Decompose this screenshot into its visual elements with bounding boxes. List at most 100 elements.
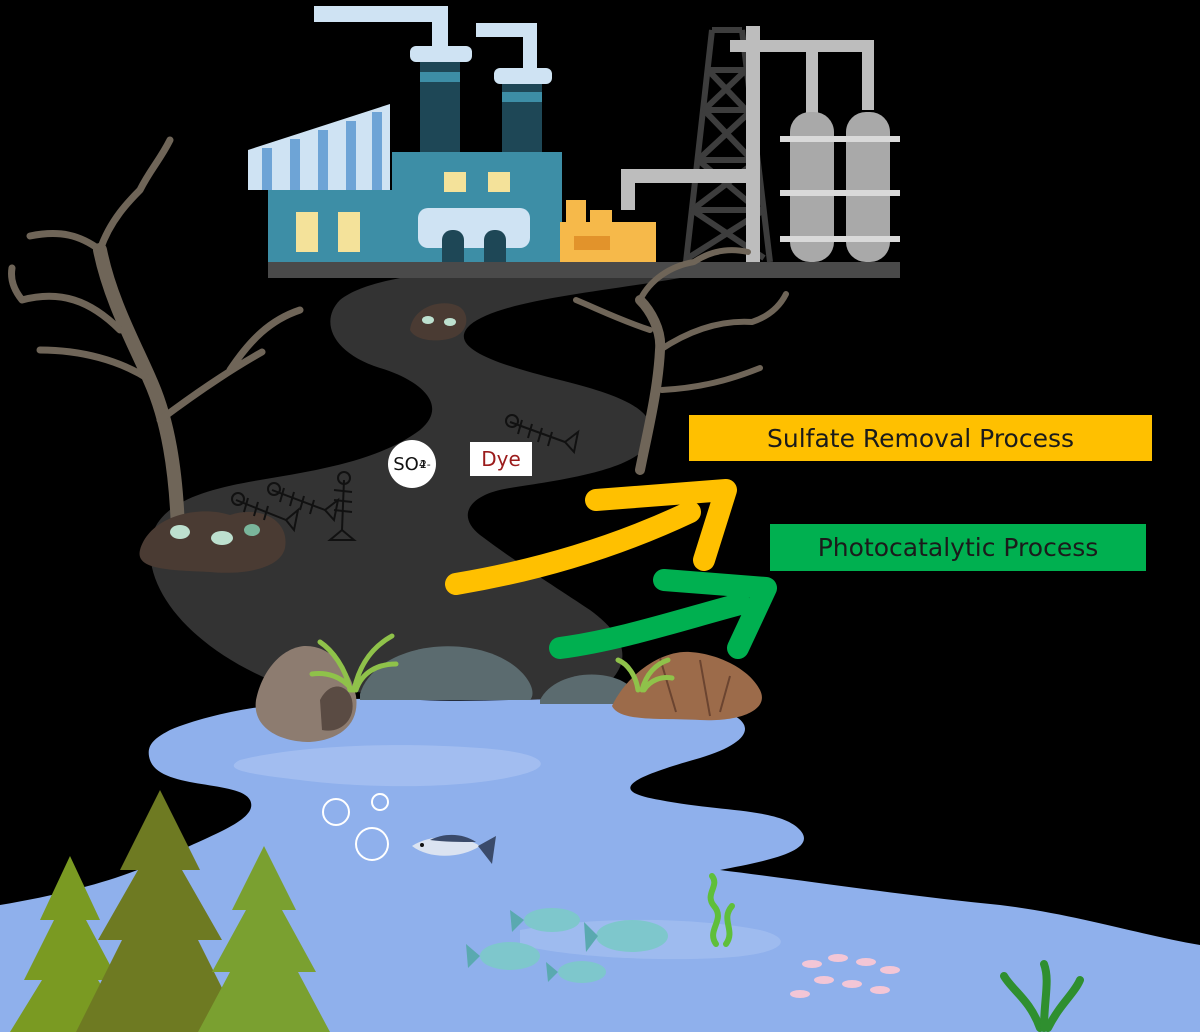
chimney-cap bbox=[494, 68, 552, 84]
sulfate-subscript: 4 bbox=[418, 457, 426, 471]
photo-arrow-body bbox=[549, 593, 751, 659]
skeleton-ribs bbox=[333, 489, 353, 513]
pine-foliage bbox=[198, 846, 330, 1032]
factory-ground bbox=[268, 262, 900, 278]
skeleton-ribs bbox=[517, 419, 553, 447]
sulfate-removal-text: Sulfate Removal Process bbox=[766, 423, 1075, 453]
small-fish-school bbox=[790, 954, 900, 998]
water-highlight bbox=[233, 745, 541, 787]
tree-branch bbox=[573, 247, 789, 393]
derrick-rungs bbox=[692, 67, 764, 213]
seaweed-strand bbox=[1000, 972, 1044, 1032]
seaweed-icon bbox=[1000, 960, 1084, 1032]
small-fish bbox=[828, 954, 848, 962]
sulfate-charge: 2- bbox=[419, 457, 431, 471]
chimney-band bbox=[420, 72, 460, 82]
fish-skeleton-icon bbox=[505, 414, 580, 455]
waste-bottle bbox=[170, 525, 190, 539]
small-fish bbox=[802, 960, 822, 968]
fish-tail bbox=[510, 910, 524, 932]
skeleton-tail bbox=[284, 507, 300, 533]
grass-blade bbox=[309, 633, 399, 693]
seaweed-strand bbox=[1044, 976, 1084, 1032]
skeleton-ribs bbox=[279, 487, 315, 515]
tree-branch bbox=[8, 136, 304, 424]
skeleton-head bbox=[505, 414, 519, 428]
derrick-lattice bbox=[686, 67, 766, 261]
fish-icon bbox=[466, 942, 540, 970]
waste-bottle bbox=[422, 316, 434, 324]
photo-arrowhead bbox=[653, 569, 777, 659]
roof-stripe bbox=[290, 139, 300, 190]
fish-skeleton-icon bbox=[231, 492, 300, 533]
storage-tank bbox=[790, 112, 834, 262]
bubble bbox=[322, 798, 350, 826]
chimney-band bbox=[502, 92, 542, 102]
skeleton-tail bbox=[563, 429, 580, 455]
fish-tail bbox=[546, 962, 558, 982]
fish-body bbox=[596, 920, 668, 952]
waste-heap bbox=[410, 303, 467, 341]
refinery-column bbox=[806, 50, 818, 120]
bubble bbox=[355, 827, 389, 861]
chimney-pipe bbox=[314, 6, 448, 48]
dead-tree-icon bbox=[8, 136, 304, 537]
skeleton-ribs bbox=[243, 497, 269, 521]
factory-window bbox=[338, 212, 360, 252]
small-fish bbox=[870, 986, 890, 994]
pine-foliage bbox=[76, 790, 244, 1032]
tree-trunk bbox=[93, 243, 185, 537]
boulder bbox=[540, 674, 637, 704]
tank-ring bbox=[780, 190, 900, 196]
photocatalytic-text: Photocatalytic Process bbox=[817, 533, 1099, 562]
grass-icon bbox=[309, 633, 675, 693]
rock-icon bbox=[255, 645, 762, 742]
pine-tree-icon bbox=[198, 846, 330, 1032]
fish-tail bbox=[466, 944, 480, 968]
skeleton-spine bbox=[509, 421, 566, 443]
bubble-icon bbox=[322, 793, 389, 861]
skeleton-spine bbox=[271, 489, 326, 511]
fish-icon bbox=[546, 961, 606, 983]
rock-shade bbox=[320, 686, 353, 731]
seaweed-icon bbox=[707, 873, 735, 947]
dye-text: Dye bbox=[481, 447, 521, 471]
skeleton-head bbox=[337, 471, 351, 485]
factory-window bbox=[488, 172, 510, 192]
factory-icon bbox=[248, 6, 900, 278]
tank-ring bbox=[780, 136, 900, 142]
sulfate-removal-label: Sulfate Removal Process bbox=[689, 415, 1152, 461]
skeleton-spine bbox=[235, 499, 287, 521]
fish-body bbox=[558, 961, 606, 983]
factory-window bbox=[444, 172, 466, 192]
tank-ring bbox=[780, 236, 900, 242]
fish-skeleton-icon bbox=[327, 471, 357, 541]
small-fish bbox=[856, 958, 876, 966]
skeleton-spine bbox=[341, 479, 345, 531]
factory-window bbox=[296, 212, 318, 252]
chimney-pipe bbox=[476, 23, 537, 70]
generator-top bbox=[566, 200, 586, 224]
refinery-pipe bbox=[730, 40, 874, 110]
fish-icon bbox=[584, 920, 668, 952]
roof-stripe bbox=[372, 112, 382, 190]
polluted-river bbox=[150, 278, 680, 700]
fish-body bbox=[480, 942, 540, 970]
small-fish bbox=[790, 990, 810, 998]
skeleton-tail bbox=[327, 528, 357, 541]
waste-bottle bbox=[444, 318, 456, 326]
dead-tree-icon bbox=[573, 247, 789, 475]
photocatalytic-label: Photocatalytic Process bbox=[770, 524, 1146, 571]
skeleton-head bbox=[231, 492, 245, 506]
generator-panel bbox=[574, 236, 610, 250]
seaweed-strand bbox=[707, 873, 721, 947]
fish-tail bbox=[584, 922, 598, 952]
waste-pile-icon bbox=[139, 511, 286, 573]
waste-bottle bbox=[244, 524, 260, 536]
pine-tree-icon bbox=[76, 790, 244, 1032]
tree-trunk bbox=[635, 295, 666, 475]
fish-icon bbox=[510, 908, 580, 932]
waste-pile-icon bbox=[410, 303, 467, 341]
rock-cluster-line bbox=[659, 657, 731, 717]
